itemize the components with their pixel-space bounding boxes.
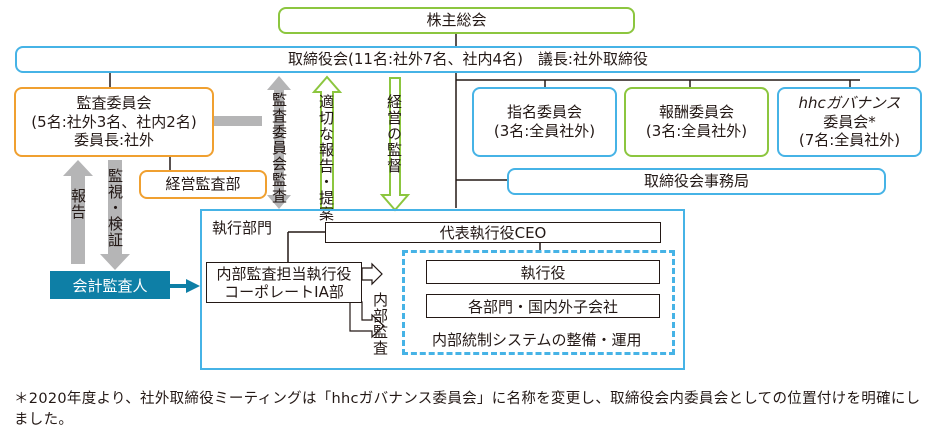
accounting-auditor: 会計監査人: [50, 271, 170, 299]
nomination-committee: 指名委員会 (3名:全員社外): [472, 87, 617, 157]
executive-department: [200, 209, 685, 370]
executive-officers-label: 執行役: [520, 263, 566, 282]
governance-members: (7名:全員社外): [798, 131, 901, 150]
compensation-members: (3名:全員社外): [645, 122, 748, 140]
internal-control-area: [402, 250, 675, 355]
arrow-report: [63, 160, 93, 264]
arrow-monitor-verify: [100, 160, 130, 270]
label-internal-audit: 内部監査: [371, 292, 389, 356]
executive-dept-label: 執行部門: [212, 219, 273, 237]
audit-committee-chair: 委員長:社外: [73, 131, 155, 150]
audit-committee-title: 監査委員会: [76, 93, 152, 112]
accounting-auditor-label: 会計監査人: [72, 276, 148, 295]
label-monitor-verify: 監視・検証: [106, 168, 124, 248]
management-audit-dept: 経営監査部: [139, 170, 267, 199]
footnote: ＊2020年度より、社外取締役ミーティングは「hhcガバナンス委員会」に名称を変…: [14, 391, 921, 429]
board-office-label: 取締役会事務局: [643, 172, 749, 191]
audit-committee-members: (5名:社外3名、社内2名): [31, 112, 197, 131]
audit-committee: 監査委員会 (5名:社外3名、社内2名) 委員長:社外: [14, 87, 214, 157]
audit-office-label: 経営監査部: [165, 175, 241, 194]
governance-subtitle: 委員会*: [823, 112, 876, 131]
internal-audit-dept: コーポレートIA部: [224, 282, 344, 301]
internal-audit-box: 内部監査担当執行役 コーポレートIA部: [206, 262, 362, 303]
nomination-title: 指名委員会: [506, 103, 582, 122]
shareholders-label: 株主総会: [426, 11, 487, 30]
ceo-box: 代表執行役CEO: [325, 222, 661, 243]
arrow-audit-committee-audit: [267, 76, 291, 209]
governance-committee: hhcガバナンス 委員会* (7名:全員社外): [777, 87, 922, 157]
departments-box: 各部門・国内外子会社: [426, 294, 660, 318]
compensation-title: 報酬委員会: [658, 103, 734, 122]
internal-control-label: 内部統制システムの整備・運用: [432, 331, 642, 349]
arrow-management-supervision: [379, 77, 411, 212]
arrow-ia-right: [361, 262, 383, 286]
label-proper-report: 適切な報告・提案: [317, 94, 335, 222]
label-report: 報告: [69, 188, 87, 220]
board-of-directors: 取締役会(11名:社外7名、社内4名) 議長:社外取締役: [15, 46, 921, 73]
compensation-committee: 報酬委員会 (3名:全員社外): [624, 87, 769, 157]
shareholders-meeting: 株主総会: [278, 7, 635, 34]
executive-officers-box: 執行役: [426, 260, 660, 284]
internal-audit-officer: 内部監査担当執行役: [216, 264, 352, 283]
governance-title: hhcガバナンス: [798, 93, 901, 112]
ceo-label: 代表執行役CEO: [439, 224, 547, 242]
nomination-members: (3名:全員社外): [493, 122, 596, 140]
label-audit-committee-audit: 監査委員会監査: [270, 92, 288, 204]
board-office: 取締役会事務局: [507, 168, 886, 195]
departments-label: 各部門・国内外子会社: [467, 297, 618, 316]
board-label: 取締役会(11名:社外7名、社内4名) 議長:社外取締役: [288, 50, 648, 69]
arrow-internal-audit: [349, 301, 385, 339]
arrow-audit-link-bar: [214, 116, 262, 126]
arrow-proper-report: [311, 75, 343, 209]
label-management-supervision: 経営の監督: [385, 94, 403, 174]
